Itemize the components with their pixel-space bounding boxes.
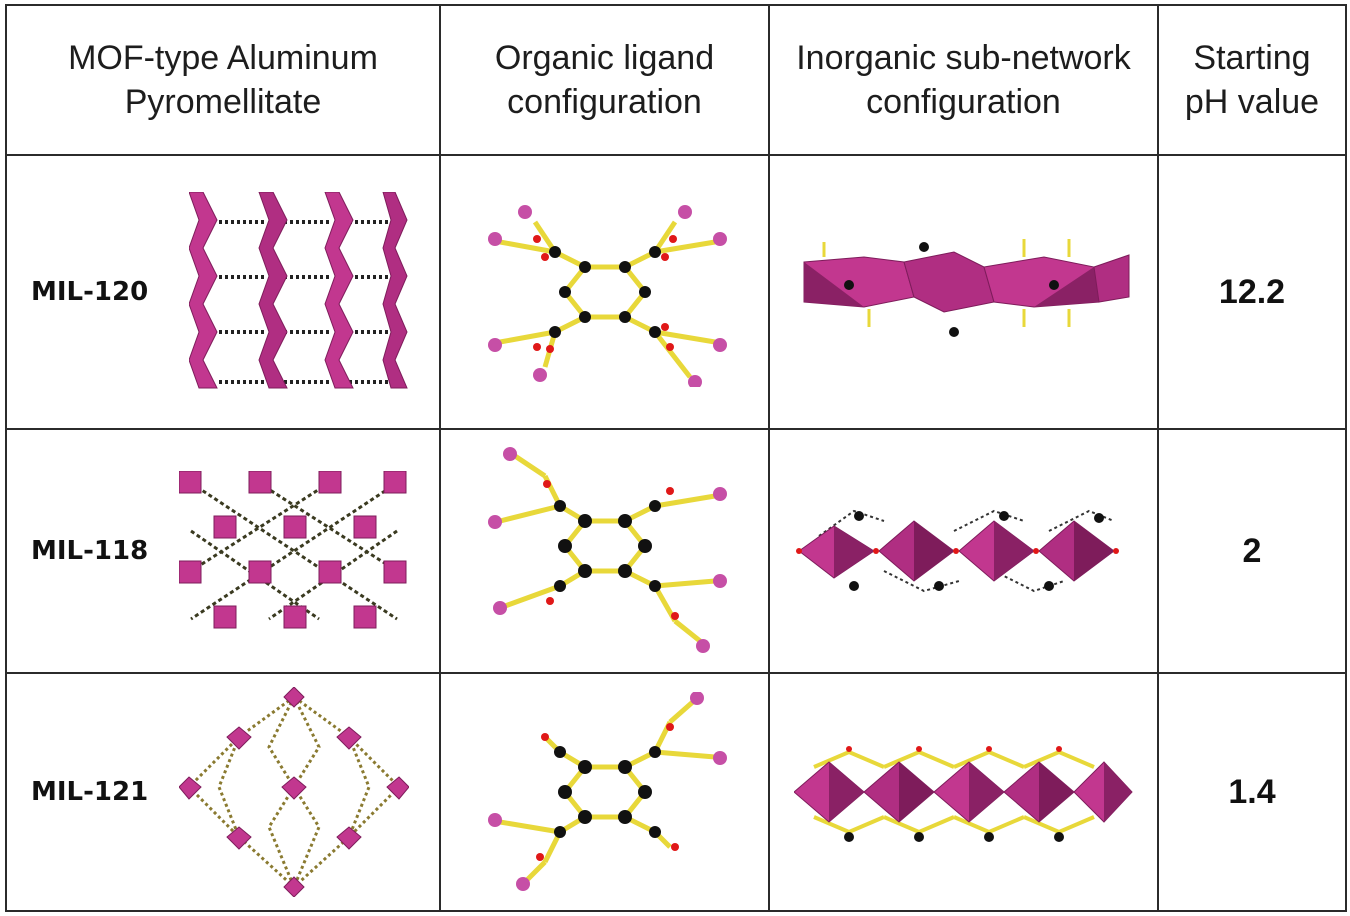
ph-value: 2 bbox=[1157, 428, 1347, 674]
chain-bonds bbox=[219, 220, 389, 384]
header-mof-type-line2: Pyromellitate bbox=[124, 83, 322, 121]
mof-name: MIL-120 bbox=[31, 277, 149, 307]
mil121-framework-image bbox=[179, 687, 409, 897]
mof-name: MIL-121 bbox=[31, 777, 149, 807]
table-row: MIL-118 bbox=[5, 428, 1347, 674]
mil120-inorganic-chain-image bbox=[803, 239, 1129, 337]
ph-value: 12.2 bbox=[1157, 154, 1347, 430]
organic-ligand-cell bbox=[439, 428, 770, 674]
table-row: MIL-121 bbox=[5, 672, 1347, 912]
mof-cell: MIL-121 bbox=[5, 672, 441, 912]
mof-cell: MIL-120 bbox=[5, 154, 441, 430]
header-starting-ph-line1: Starting bbox=[1193, 39, 1311, 77]
inorganic-subnetwork-cell bbox=[768, 154, 1159, 430]
header-starting-ph-line2: pH value bbox=[1184, 83, 1320, 121]
header-organic-ligand-line1: Organic ligand bbox=[494, 39, 715, 77]
ph-value: 1.4 bbox=[1157, 672, 1347, 912]
header-organic-ligand: Organic ligand configuration bbox=[439, 4, 770, 156]
inorganic-subnetwork-cell bbox=[768, 428, 1159, 674]
mof-comparison-table: MOF-type Aluminum Pyromellitate Organic … bbox=[5, 4, 1347, 912]
mil118-ligand-image bbox=[487, 447, 727, 653]
mil118-framework-image bbox=[179, 471, 407, 629]
header-organic-ligand-line2: configuration bbox=[507, 83, 702, 121]
header-mof-type: MOF-type Aluminum Pyromellitate bbox=[5, 4, 441, 156]
octahedral-chains bbox=[189, 192, 408, 389]
header-inorganic-subnetwork-line2: configuration bbox=[866, 83, 1061, 121]
mof-name: MIL-118 bbox=[31, 536, 149, 566]
mil120-framework-image bbox=[189, 192, 408, 389]
mil118-inorganic-chain-image bbox=[795, 509, 1119, 593]
header-mof-type-line1: MOF-type Aluminum bbox=[68, 39, 378, 77]
organic-ligand-cell bbox=[439, 672, 770, 912]
mil121-inorganic-chain-image bbox=[793, 746, 1133, 842]
header-inorganic-subnetwork: Inorganic sub-network configuration bbox=[768, 4, 1159, 156]
mil121-ligand-image bbox=[487, 692, 727, 891]
organic-ligand-cell bbox=[439, 154, 770, 430]
header-inorganic-subnetwork-line1: Inorganic sub-network bbox=[796, 39, 1131, 77]
mil120-ligand-image bbox=[487, 205, 727, 387]
inorganic-subnetwork-cell bbox=[768, 672, 1159, 912]
header-starting-ph: Starting pH value bbox=[1157, 4, 1347, 156]
mof-cell: MIL-118 bbox=[5, 428, 441, 674]
header-row: MOF-type Aluminum Pyromellitate Organic … bbox=[5, 4, 1347, 156]
table-row: MIL-120 bbox=[5, 154, 1347, 430]
